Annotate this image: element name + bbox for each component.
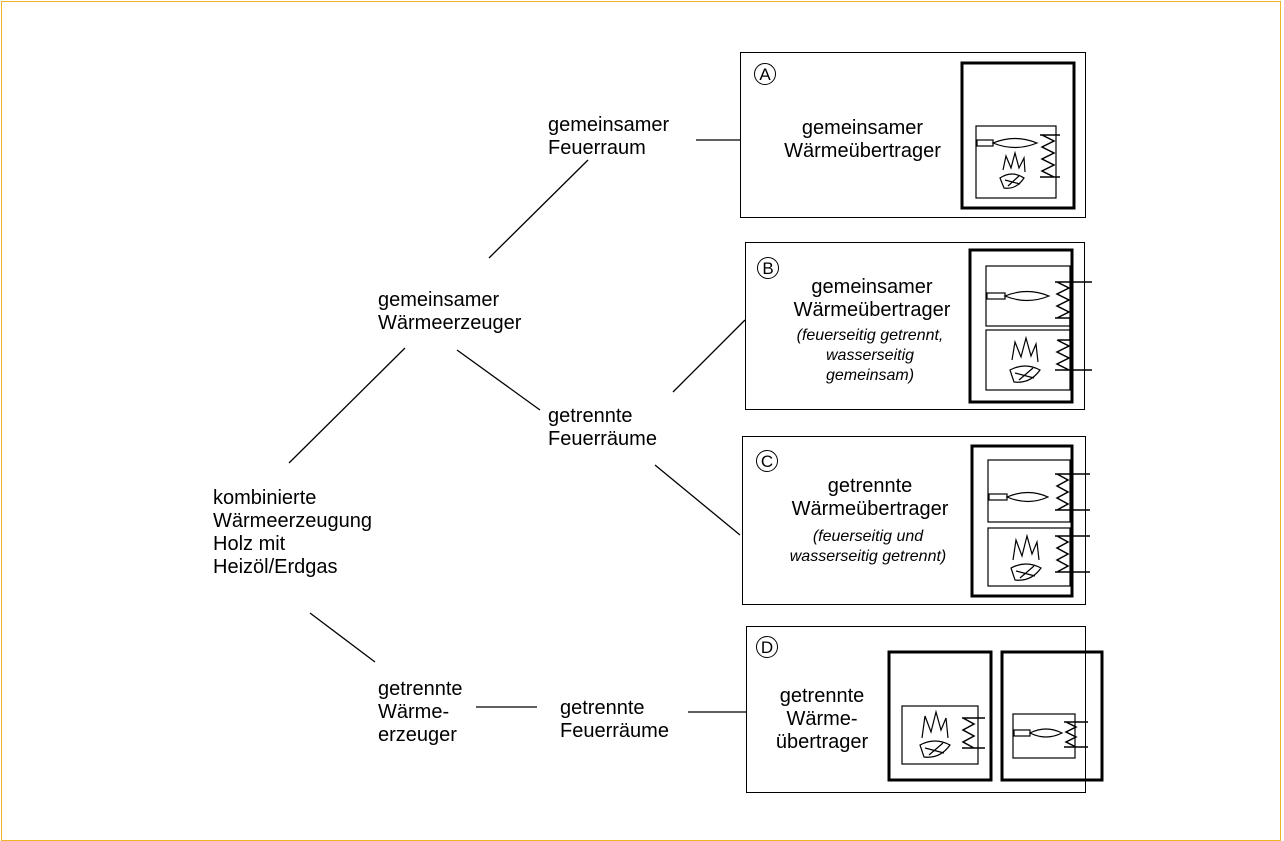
heat-exchanger-coil-icon bbox=[1055, 281, 1092, 371]
option-box-D bbox=[746, 626, 1086, 793]
wood-fire-icon bbox=[919, 709, 951, 758]
option-badge-A: A bbox=[754, 63, 776, 85]
line-fireboxes-C bbox=[654, 464, 741, 536]
heat-exchanger-coil-icon bbox=[1055, 535, 1090, 573]
option-box-B bbox=[745, 242, 1085, 410]
wood-fire-icon bbox=[1010, 533, 1042, 581]
oil-burner-icon bbox=[986, 290, 1051, 302]
line-common-gen-separate-fireboxes bbox=[456, 349, 541, 411]
heat-exchanger-coil-icon bbox=[961, 717, 985, 749]
wood-fire-icon bbox=[999, 150, 1026, 189]
schematic-C bbox=[970, 444, 1090, 598]
schematic-D bbox=[887, 650, 1104, 782]
heat-exchanger-coil-icon bbox=[1064, 721, 1088, 748]
option-box-C bbox=[742, 436, 1086, 605]
schematic-A bbox=[960, 61, 1076, 210]
line-root-separate-generators bbox=[309, 612, 376, 663]
heat-exchanger-coil-icon bbox=[1040, 134, 1060, 178]
oil-burner-icon bbox=[988, 491, 1050, 503]
schematic-B bbox=[968, 248, 1092, 404]
option-badge-C: C bbox=[756, 450, 778, 472]
oil-burner-icon bbox=[976, 137, 1039, 149]
line-common-gen-common-firebox bbox=[488, 159, 589, 259]
option-badge-D: D bbox=[756, 636, 778, 658]
line-root-common-generator bbox=[288, 347, 406, 464]
heat-exchanger-coil-icon bbox=[1055, 473, 1090, 511]
line-fireboxes-B bbox=[672, 319, 746, 393]
option-box-A bbox=[740, 52, 1086, 218]
wood-fire-icon bbox=[1009, 335, 1041, 383]
option-badge-B: B bbox=[757, 257, 779, 279]
oil-burner-icon bbox=[1013, 728, 1064, 738]
